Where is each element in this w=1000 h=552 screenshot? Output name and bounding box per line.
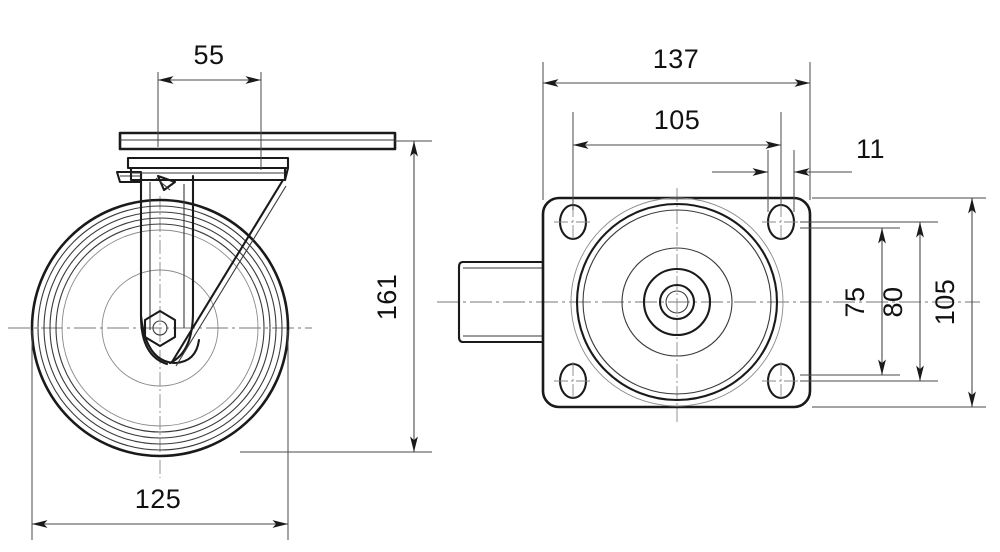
dimension-11-hole-size: 11 — [712, 134, 885, 212]
axle-hub-nut — [143, 309, 177, 348]
wheel-tread-ring-4 — [55, 223, 265, 433]
kingpin-hole-inner — [665, 290, 689, 314]
wheel-outer-tread — [30, 198, 290, 458]
kingpin-hole-outer — [658, 283, 696, 321]
swivel-head-block — [126, 156, 290, 182]
dim80-text: 80 — [878, 286, 908, 317]
raceway-ring-2 — [582, 209, 772, 395]
dim105x-text: 105 — [654, 105, 701, 135]
wheel-hub-disc-inner — [101, 269, 219, 387]
wheel-assembly — [30, 198, 290, 458]
dimension-137-plate-length: 137 — [542, 44, 811, 200]
wheel-tread-ring-1 — [37, 205, 283, 451]
dim11-text: 11 — [856, 134, 885, 164]
side-elevation-view: 55 161 125 — [8, 40, 432, 540]
wheel-hub-disc-outer — [61, 229, 259, 427]
bolt-hole-bottom-left — [554, 362, 592, 400]
dimension-80-bolt-spacing-y: 80 — [800, 221, 938, 382]
raceway-outer-ring — [575, 202, 779, 402]
wheel-tread-ring-2 — [43, 211, 277, 445]
dimension-75-bolt-spacing-inner: 75 — [800, 227, 900, 376]
dimension-105-plate-width: 105 — [812, 197, 986, 408]
bolt-hole-bottom-right — [762, 362, 800, 400]
kingpin-boss — [642, 267, 712, 337]
dim55-text: 55 — [193, 40, 224, 70]
dimension-125-wheel-diameter: 125 — [31, 330, 289, 540]
dim125-text: 125 — [135, 484, 182, 514]
top-plan-view: 137 105 11 75 — [437, 44, 986, 424]
swivel-raceway-rings — [570, 197, 784, 407]
dim105y-text: 105 — [930, 279, 960, 326]
stem-body — [457, 260, 545, 344]
dimension-105-bolt-spacing-x: 105 — [572, 105, 782, 210]
dim161-text: 161 — [372, 274, 402, 321]
dim75-text: 75 — [840, 286, 870, 317]
raceway-outer-ghost — [570, 197, 784, 407]
wheel-tread-ring-3 — [49, 217, 271, 439]
dim137-text: 137 — [653, 44, 700, 74]
dimension-161-height: 161 — [372, 141, 418, 452]
raceway-ring-3 — [621, 247, 733, 357]
wheel-stem-projection — [457, 260, 545, 344]
dimension-55-offset: 55 — [157, 40, 262, 170]
